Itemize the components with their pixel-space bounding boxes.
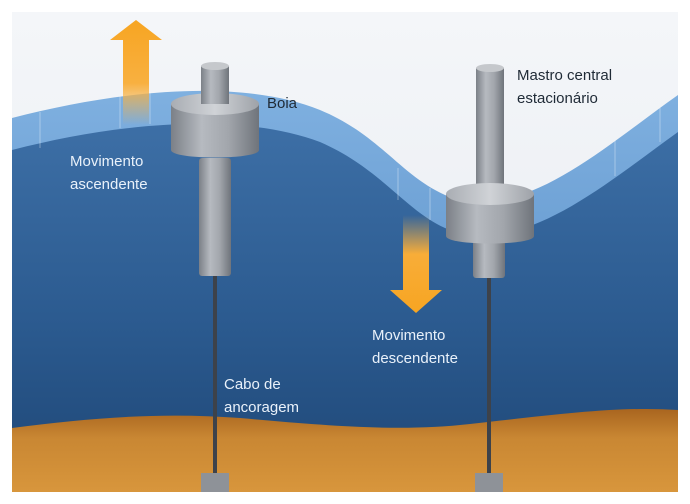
downward-motion-arrow [390, 215, 442, 313]
anchor-block-left [201, 473, 229, 492]
arrow-down-icon [390, 215, 442, 313]
buoy-float [171, 104, 259, 158]
arrow-up-icon [110, 20, 162, 125]
deep-water [12, 123, 678, 492]
label-down-line1: Movimento [372, 327, 445, 344]
buoy-float-right [446, 194, 534, 244]
label-buoy: Boia [267, 95, 298, 112]
spar-right [473, 236, 505, 278]
anchor-block-right [475, 473, 503, 492]
right-wave-device [446, 64, 534, 492]
wave-highlights [39, 92, 661, 220]
buoy-float-right-top [446, 183, 534, 205]
label-cable-line1: Cabo de [224, 376, 281, 393]
top-post-cap-left [201, 62, 229, 70]
upward-motion-arrow [110, 20, 162, 125]
label-up-line2: ascendente [70, 176, 148, 193]
label-mast-line1: Mastro central [517, 67, 612, 84]
spar-left [199, 158, 231, 276]
seabed [12, 408, 678, 492]
label-down-line2: descendente [372, 350, 458, 367]
central-mast [476, 68, 504, 196]
label-up-line1: Movimento [70, 153, 143, 170]
label-cable-line2: ancoragem [224, 399, 299, 416]
label-mast-line2: estacionário [517, 90, 598, 107]
mast-cap [476, 64, 504, 72]
left-wave-device [171, 62, 259, 492]
top-post-left [201, 66, 229, 104]
